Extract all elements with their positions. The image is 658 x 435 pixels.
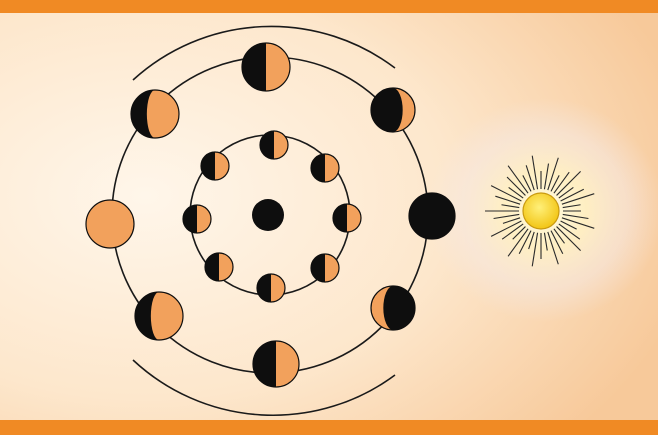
outer-moon-full [86, 200, 134, 248]
outer-moon-first-quarter [242, 43, 290, 91]
inner-moon-1 [260, 131, 288, 159]
inner-moon-2 [311, 154, 339, 182]
outer-moon-new [409, 193, 455, 239]
bottom-band [0, 420, 658, 435]
sun-core [523, 193, 559, 229]
inner-moon-5 [257, 274, 285, 302]
top-band [0, 0, 658, 13]
inner-moon-3 [333, 204, 361, 232]
inner-moon-4 [311, 254, 339, 282]
earth [252, 199, 284, 231]
inner-moon-6 [205, 253, 233, 281]
outer-moon-waning-gibbous [135, 292, 183, 340]
outer-moon-last-quarter [253, 341, 299, 387]
outer-moon-waxing-gibbous [131, 90, 179, 138]
outer-moon-waning-crescent [371, 286, 415, 330]
inner-moon-7 [183, 205, 211, 233]
inner-moon-8 [201, 152, 229, 180]
outer-moon-waxing-crescent [371, 88, 415, 132]
